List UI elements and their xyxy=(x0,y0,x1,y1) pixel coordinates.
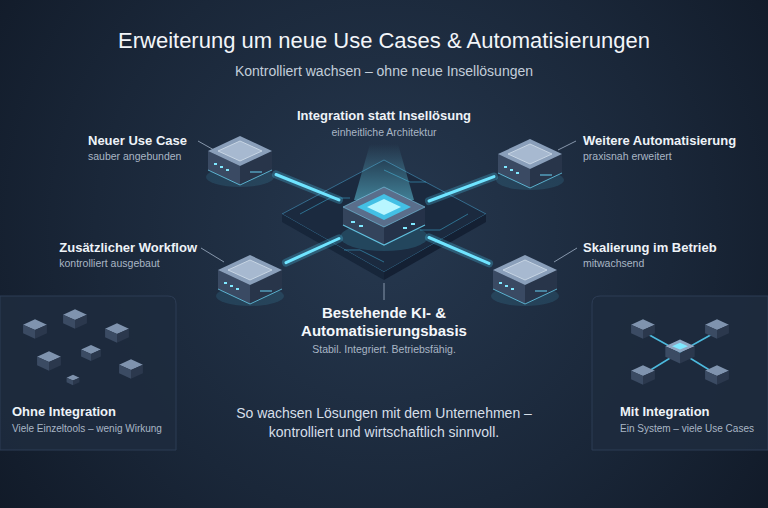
integrated-system-icon xyxy=(631,319,729,385)
side-panel xyxy=(0,296,176,450)
comparison-panel: Mit IntegrationEin System – viele Use Ca… xyxy=(592,296,768,450)
hub-subtext: einheitliche Architektur xyxy=(331,126,436,139)
scattered-tools-icon xyxy=(23,309,143,385)
leader-lines xyxy=(198,141,577,300)
block-heading: Weitere Automatisierung xyxy=(583,133,736,149)
panel-subtext: Viele Einzeltools – wenig Wirkung xyxy=(12,422,174,435)
glow-connector xyxy=(429,238,489,264)
panel-subtext: Ein System – viele Use Cases xyxy=(620,422,764,435)
caption-text: So wachsen Lösungen mit dem Unternehmen … xyxy=(229,404,539,442)
block-icon xyxy=(489,250,561,308)
scaling-block: Skalierung im Betriebmitwachsend xyxy=(489,250,561,308)
subtitle: Kontrolliert wachsen – ohne neue Insellö… xyxy=(0,62,768,80)
block-heading: Skalierung im Betrieb xyxy=(583,240,717,256)
glow-connector xyxy=(276,175,339,200)
block-heading: Zusätzlicher Workflow xyxy=(59,240,197,256)
glow-connector xyxy=(286,239,339,263)
block-subtext: sauber angebunden xyxy=(88,150,181,163)
block-icon xyxy=(339,183,429,253)
comparison-panel: Ohne IntegrationViele Einzeltools – weni… xyxy=(0,296,176,450)
block-icon xyxy=(204,131,276,189)
block-subtext: mitwachsend xyxy=(583,257,644,270)
hub-heading: Integration statt Insellösung xyxy=(297,108,471,124)
automation-block: Weitere Automatisierungpraxisnah erweite… xyxy=(494,134,566,192)
integration-hub: Integration statt Insellösungeinheitlich… xyxy=(339,183,429,253)
panel-heading: Ohne Integration xyxy=(12,404,116,420)
glow-connector xyxy=(429,177,494,201)
block-icon xyxy=(494,134,566,192)
block-heading: Neuer Use Case xyxy=(88,133,187,149)
block-subtext: praxisnah erweitert xyxy=(583,150,672,163)
base-heading: Bestehende KI- & Automatisierungsbasis xyxy=(279,304,489,340)
side-panel xyxy=(592,296,768,450)
workflow-block: Zusätzlicher Workflowkontrolliert ausgeb… xyxy=(214,250,286,308)
diagram-title: Erweiterung um neue Use Cases & Automati… xyxy=(0,28,768,54)
panel-heading: Mit Integration xyxy=(620,404,710,420)
use-case-block: Neuer Use Casesauber angebunden xyxy=(204,131,276,189)
base-subtext: Stabil. Integriert. Betriebsfähig. xyxy=(312,343,456,356)
block-subtext: kontrolliert ausgebaut xyxy=(59,257,159,270)
block-icon xyxy=(214,250,286,308)
